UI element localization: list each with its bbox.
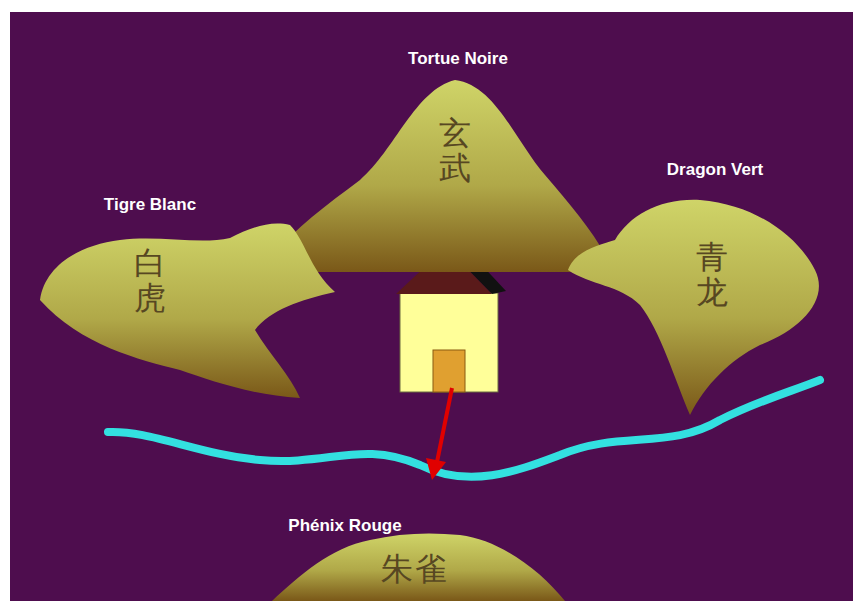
mountain-node: Dragon Vert青龙: [563, 195, 828, 417]
chinese-name: 玄武: [439, 116, 471, 186]
text-holder: Dragon Vert: [667, 160, 763, 180]
guardian-name: Tigre Blanc: [104, 195, 196, 215]
house-wall: [400, 293, 498, 392]
guardian-name: Phénix Rouge: [288, 516, 401, 536]
mountain-shape: [262, 80, 614, 272]
text-holder: 青龙: [696, 240, 728, 310]
background: [10, 12, 853, 601]
arrow-head: [426, 458, 446, 480]
mountain-shape: [272, 533, 565, 601]
chinese-name: 朱雀: [381, 552, 449, 587]
text-holder: Tigre Blanc: [104, 195, 196, 215]
mountain-shape: [568, 200, 819, 415]
text-holder: 白虎: [134, 246, 166, 316]
arrow-shaft: [437, 388, 452, 462]
mountain-shape: [40, 223, 335, 398]
mountain-node: Tortue Noire玄武: [262, 78, 616, 274]
mountain-node: Phénix Rouge朱雀: [270, 530, 567, 601]
mountain-outline: [35, 215, 340, 405]
house-door: [433, 350, 465, 392]
guardian-name: Tortue Noire: [408, 49, 508, 69]
chinese-name: 青龙: [696, 240, 728, 310]
direction-arrow: [426, 388, 452, 480]
river: [108, 380, 820, 477]
guardian-name: Dragon Vert: [667, 160, 763, 180]
chinese-name: 白虎: [134, 246, 166, 316]
text-holder: 朱雀: [381, 552, 449, 587]
text-holder: 玄武: [439, 116, 471, 186]
text-holder: Phénix Rouge: [288, 516, 401, 536]
mountain-outline: [563, 195, 828, 417]
text-holder: Tortue Noire: [408, 49, 508, 69]
mountain-node: Tigre Blanc白虎: [35, 215, 340, 405]
